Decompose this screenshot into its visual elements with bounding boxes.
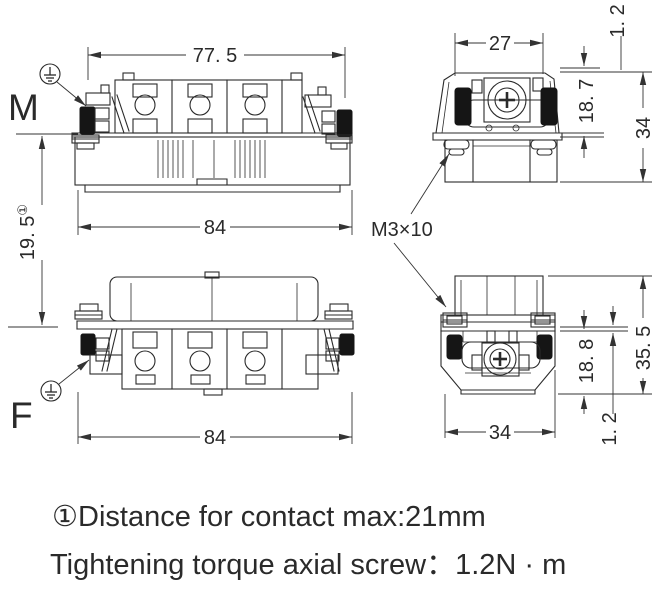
cable-seal — [339, 333, 355, 356]
cable-seal — [536, 334, 553, 360]
center-fixing-screw-icon — [487, 80, 527, 120]
male-end-view — [432, 72, 563, 183]
male-view-label: M — [8, 87, 39, 128]
cable-seal — [446, 334, 463, 360]
dimensions: 77. 5 84 19. 5① 27 1. 2 18. 7 — [8, 4, 655, 449]
dim-female-end-height: 35. 5 — [633, 326, 655, 370]
terminal-screw-icon — [134, 350, 156, 372]
cable-seal — [454, 87, 472, 126]
female-view-label: F — [10, 395, 33, 436]
terminal-screw-icon — [244, 350, 266, 372]
dim-male-end-lip: 1. 2 — [607, 4, 629, 37]
note-line-2: Tightening torque axial screw：1.2N · m — [50, 549, 566, 581]
dim-female-end-insert-height: 18. 8 — [576, 339, 598, 383]
dim-female-overall-width: 84 — [204, 427, 226, 449]
female-side-view — [74, 271, 355, 396]
male-side-view — [71, 72, 353, 193]
center-fixing-screw-icon — [483, 342, 517, 376]
cable-seal — [540, 87, 558, 126]
terminal-screw-icon — [134, 94, 156, 116]
cable-seal — [79, 106, 96, 135]
dim-male-end-height: 34 — [633, 117, 655, 139]
note-line-1: ①Distance for contact max:21mm — [52, 501, 486, 533]
female-end-view — [440, 275, 556, 395]
m3-screw — [443, 139, 470, 150]
screw-spec-label: M3×10 — [371, 219, 433, 241]
dim-male-end-insert-height: 18. 7 — [576, 79, 598, 123]
dim-male-top-width: 77. 5 — [193, 45, 237, 67]
dim-female-end-lip: 1. 2 — [599, 412, 621, 445]
cable-seal — [336, 109, 353, 137]
cable-seal — [80, 333, 96, 356]
dim-contact-distance: 19. 5① — [15, 204, 39, 260]
dim-male-overall-width: 84 — [204, 217, 226, 239]
m3-screw — [530, 139, 557, 150]
earth-ground-icon-female — [40, 359, 90, 402]
terminal-screw-icon — [244, 94, 266, 116]
terminal-screw-icon — [189, 350, 211, 372]
earth-ground-icon-male — [39, 63, 87, 107]
terminal-screw-icon — [189, 94, 211, 116]
dim-female-end-width: 34 — [489, 422, 511, 444]
dim-male-end-top-width: 27 — [489, 33, 511, 55]
